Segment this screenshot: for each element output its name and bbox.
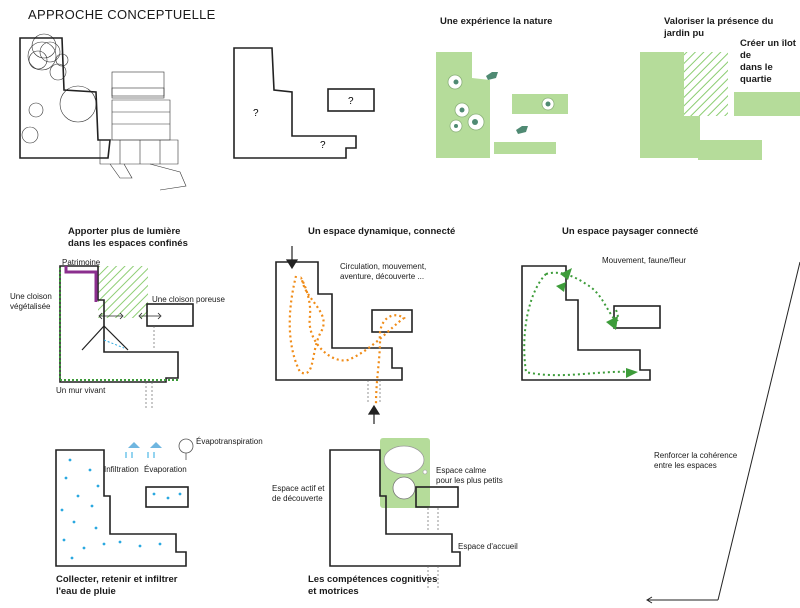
- jardin-title: Valoriser la présence du jardin pu: [664, 16, 774, 39]
- coherence-line: [646, 261, 800, 604]
- pluie-title: Collecter, retenir et infiltrer l'eau de…: [56, 574, 178, 597]
- cognitives-plan: [329, 438, 461, 590]
- question-mark: ?: [348, 96, 354, 107]
- mur-vivant-label: Un mur vivant: [56, 386, 106, 395]
- evapotranspiration-label: Évapotranspiration: [196, 437, 263, 446]
- weather-icons: [125, 438, 194, 460]
- page-title: APPROCHE CONCEPTUELLE: [28, 7, 216, 22]
- jardin-subtitle: Créer un îlot de dans le quartie: [740, 38, 796, 85]
- nature-title: Une expérience la nature: [440, 16, 553, 27]
- lumiere-plan: [59, 265, 194, 410]
- evaporation-label: Évaporation: [144, 465, 187, 474]
- infiltration-label: Infiltration: [104, 465, 139, 474]
- accueil-label: Espace d'accueil: [458, 542, 518, 551]
- dynamique-note: Circulation, mouvement, aventure, découv…: [340, 262, 427, 281]
- child-face-icon: [392, 476, 416, 500]
- paysager-title: Un espace paysager connecté: [562, 226, 699, 237]
- question-plan: [233, 47, 375, 159]
- jardin-plan: [640, 52, 800, 160]
- question-mark: ?: [253, 108, 259, 119]
- paysager-note: Mouvement, faune/fleur: [602, 256, 687, 265]
- nature-plan: [436, 52, 568, 158]
- question-mark: ?: [320, 140, 326, 151]
- rain-dots: [60, 458, 182, 560]
- site-plan-sketch: [19, 33, 187, 191]
- dynamique-plan: [275, 246, 413, 424]
- tree-canopy-sketch: [21, 33, 97, 144]
- calme-label: Espace calme pour les plus petits: [436, 466, 503, 485]
- cloison-vegetalisee-label: Une cloison végétalisée: [10, 292, 52, 311]
- paysager-plan: [521, 265, 661, 381]
- actif-label: Espace actif et de découverte: [272, 484, 325, 503]
- cognitives-title: Les compétences cognitives et motrices: [308, 574, 438, 597]
- lumiere-title: Apporter plus de lumière dans les espace…: [68, 226, 188, 249]
- coherence-label: Renforcer la cohérence entre les espaces: [654, 451, 738, 470]
- cloison-poreuse-label: Une cloison poreuse: [152, 295, 225, 304]
- pluie-plan: [55, 438, 194, 567]
- patrimoine-label: Patrimoine: [62, 258, 101, 267]
- dynamique-title: Un espace dynamique, connecté: [308, 226, 456, 237]
